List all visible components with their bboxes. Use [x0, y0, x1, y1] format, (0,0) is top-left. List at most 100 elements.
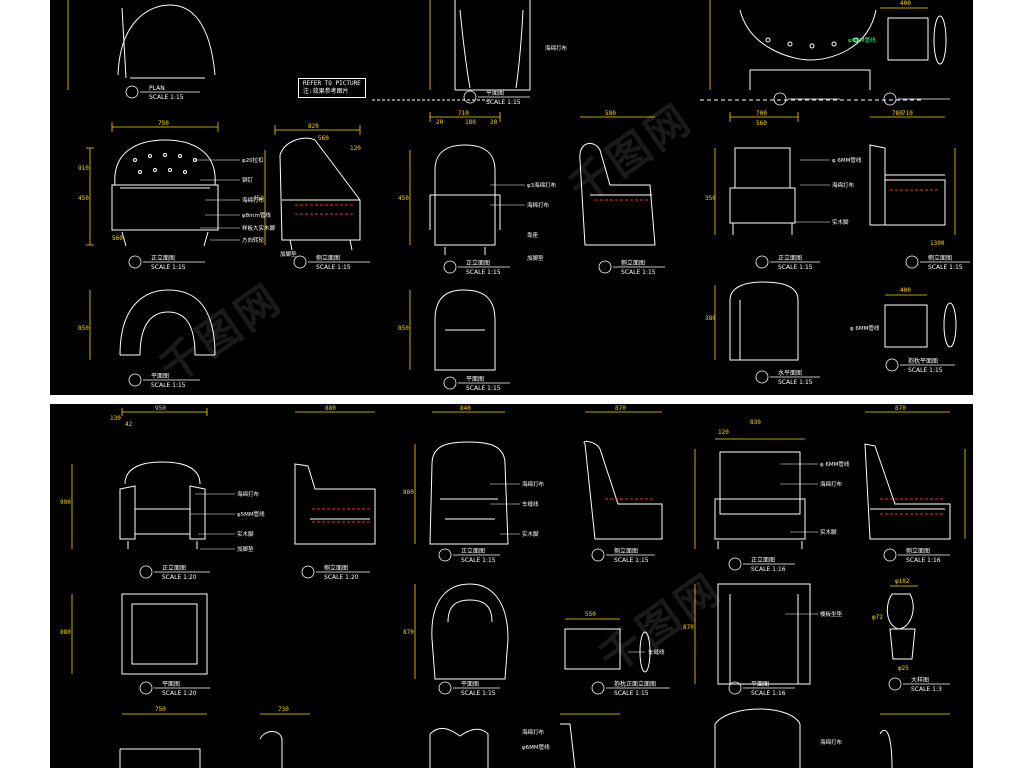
view-title: 侧立面图: [614, 547, 638, 555]
dimension-label: 20: [436, 119, 444, 126]
view-scale: SCALE 1:16: [906, 557, 941, 564]
dimension-label: 550: [585, 611, 596, 618]
view-title: 侧立面图: [906, 547, 930, 555]
dimension-label: 870: [683, 624, 694, 631]
dimension-label: 700: [756, 110, 767, 117]
dimension-label: 450: [78, 195, 89, 202]
dimension-label: 120: [718, 429, 729, 436]
view-scale: SCALE 1:15: [151, 382, 186, 389]
bottom-sheet-canvas: 正立面图 SCALE 1:20 侧立面图 SCALE 1:20 平面图 SCAL…: [60, 405, 966, 768]
dimension-label: 820: [308, 123, 319, 130]
annotation: 样板大实木脚: [242, 224, 276, 232]
dimension-label: 850: [78, 325, 89, 332]
view-title: 正立面图: [751, 556, 775, 564]
annotation: φ 6MM管线: [820, 460, 850, 468]
dimension-label: 710: [902, 110, 913, 117]
view-title: 正立面图: [151, 254, 175, 262]
annotation: 海绵打布: [820, 480, 843, 488]
view-title: 侧立面图: [316, 254, 340, 262]
view-title: 正立面图: [461, 547, 485, 555]
dimension-label: 880: [325, 405, 336, 412]
annotation: φ8mm管线: [242, 211, 271, 219]
view-title: 平面图: [151, 373, 169, 380]
annotation: 车缝线: [648, 648, 665, 656]
dimension-label: 560: [318, 135, 329, 142]
view-title: 水平面图: [778, 369, 802, 377]
dimension-label: 20: [490, 119, 498, 126]
dimension-label: 950: [155, 405, 166, 412]
dimension-label: 990: [60, 499, 71, 506]
dimension-label: 560: [756, 120, 767, 127]
view-scale: SCALE 1:20: [162, 690, 197, 697]
annotation: φ6MM管线: [522, 743, 550, 751]
view-title: 平面图: [162, 681, 180, 688]
annotation: 海棉打布: [527, 201, 550, 209]
dimension-label: 120: [350, 145, 361, 152]
top-sheet-canvas: PLAN SCALE 1:15 平面图 SCALE 1:15 正立面图 SCAL…: [67, 0, 970, 392]
annotation: φ5MM管线: [237, 510, 265, 518]
bottom-drawing-sheet: 正立面图 SCALE 1:20 侧立面图 SCALE 1:20 平面图 SCAL…: [50, 404, 973, 768]
view-scale: SCALE 1:15: [614, 690, 649, 697]
view-scale: SCALE 1:15: [461, 557, 496, 564]
annotation: 实木脚: [832, 218, 849, 226]
annotation: φ3海绵打布: [527, 181, 557, 189]
dimension-label: 130: [110, 415, 121, 422]
dimension-label: 870: [615, 405, 626, 412]
dimension-label: 710: [458, 110, 469, 117]
view-scale: SCALE 1:15: [149, 94, 184, 101]
annotation: 实木脚: [820, 528, 837, 536]
dimension-label: φ25: [898, 665, 909, 672]
annotation: 海绵打布: [832, 181, 855, 189]
view-scale: SCALE 1:16: [751, 566, 786, 573]
annotation: 加脚垫: [280, 250, 297, 258]
annotation: 铜钉: [242, 176, 254, 184]
dimension-label: 450: [398, 195, 409, 202]
view-title: 正立面图: [466, 259, 490, 267]
view-scale: SCALE 1:3: [911, 686, 942, 693]
view-title: PLAN: [149, 85, 165, 92]
view-title: 平面图: [751, 681, 769, 688]
dimension-label: 840: [460, 405, 471, 412]
view-title: 抱枕平面图: [908, 357, 938, 365]
view-scale: SCALE 1:15: [928, 264, 963, 271]
annotation: 加脚垫: [527, 254, 544, 262]
view-title: 侧立面图: [324, 564, 348, 572]
view-scale: SCALE 1:15: [461, 690, 496, 697]
view-scale: SCALE 1:15: [614, 557, 649, 564]
annotation: φ20拉扣: [242, 156, 264, 164]
dimension-label: 400: [900, 287, 911, 294]
dimension-label: 450: [253, 195, 264, 202]
view-scale: SCALE 1:15: [778, 379, 813, 386]
view-scale: SCALE 1:20: [324, 574, 359, 581]
view-scale: SCALE 1:20: [162, 574, 197, 581]
view-title: 平面图: [466, 376, 484, 383]
dimension-label: φ72: [872, 614, 883, 621]
annotation: 海绵打布: [237, 490, 260, 498]
dimension-label: 850: [398, 325, 409, 332]
dimension-label: 880: [60, 629, 71, 636]
dimension-label: 1300: [930, 240, 945, 247]
view-title: 侧立面图: [621, 259, 645, 267]
dimension-label: 580: [605, 110, 616, 117]
dimension-label: 400: [900, 0, 911, 7]
view-scale: SCALE 1:15: [486, 99, 521, 106]
view-scale: SCALE 1:15: [316, 264, 351, 271]
dimension-label: 870: [403, 629, 414, 636]
dimension-label: 880: [403, 489, 414, 496]
dimension-label: 380: [705, 315, 716, 322]
view-scale: SCALE 1:15: [621, 269, 656, 276]
annotation: 海绵打布: [242, 196, 265, 204]
view-scale: SCALE 1:15: [778, 264, 813, 271]
annotation: 海绵打布: [522, 728, 545, 736]
view-title: 平面图: [486, 90, 504, 97]
annotation: 加脚垫: [237, 545, 254, 553]
view-title: 正立面图: [162, 564, 186, 572]
annotation: 车缝线: [522, 500, 539, 508]
dimension-label: 730: [278, 706, 289, 713]
view-title: 抱枕正面立面图: [614, 680, 656, 688]
view-title: 正立面图: [778, 254, 802, 262]
chair-plan-outline: [117, 4, 216, 76]
dimension-label: 560: [112, 235, 123, 242]
dimension-label: 42: [125, 421, 133, 428]
dimension-label: φ102: [895, 578, 910, 585]
